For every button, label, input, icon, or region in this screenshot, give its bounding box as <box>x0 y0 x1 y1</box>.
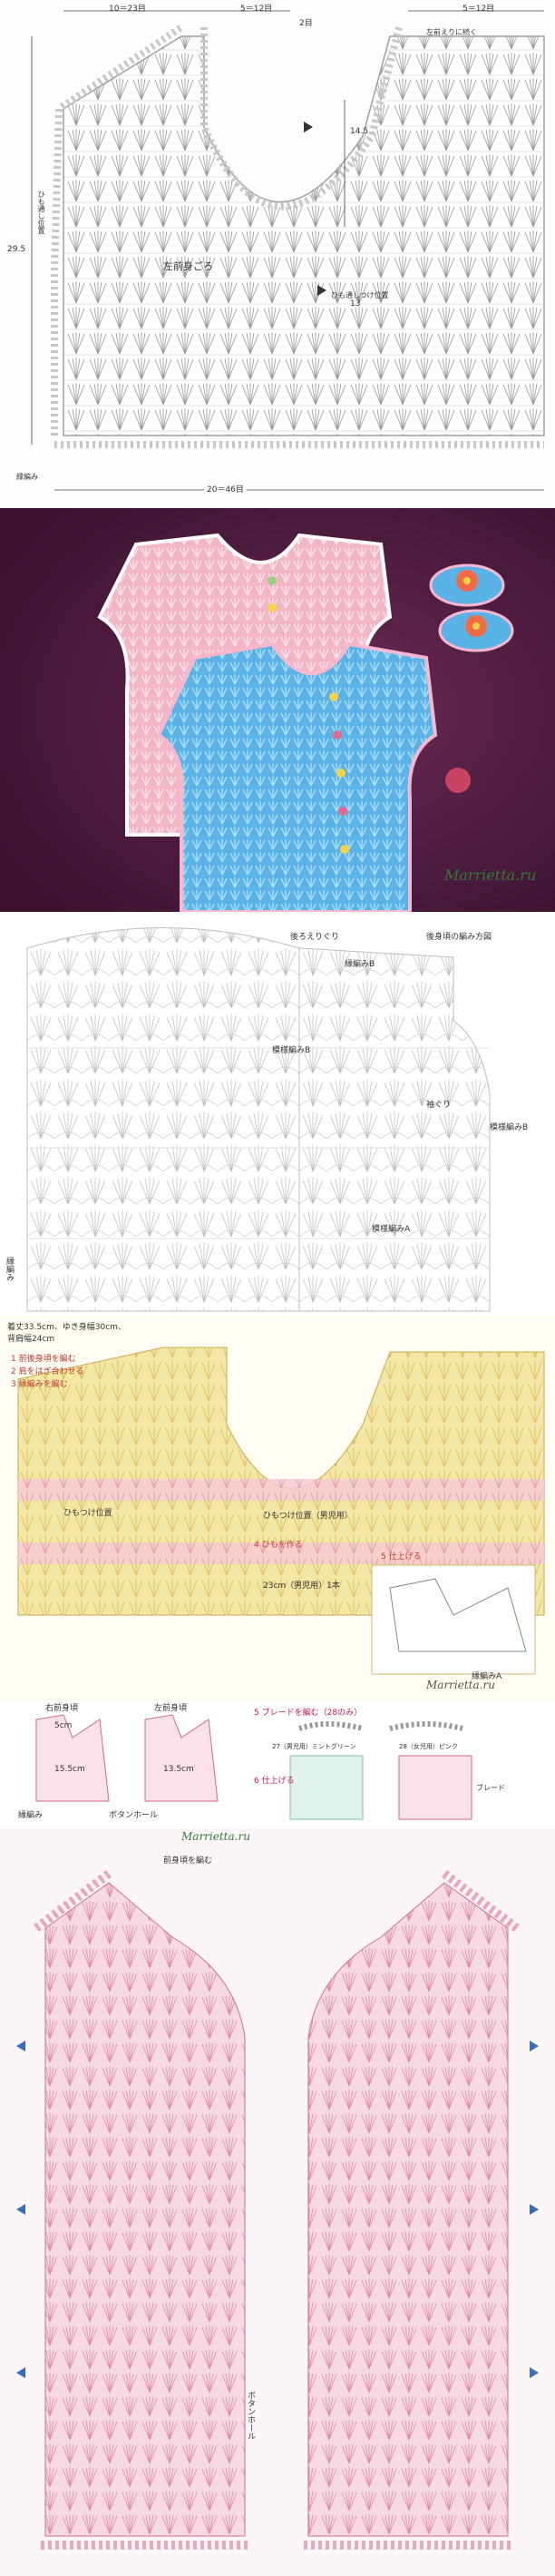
step-2: 2 肩をはぎ合わせる <box>11 1367 84 1376</box>
buttonhole-label: ボタンホール <box>109 1811 159 1820</box>
tie-length: 23cm（男児用）1本 <box>263 1582 340 1591</box>
photo-panel: Marrietta.ru <box>0 508 555 912</box>
crochet-chart-back <box>26 927 491 1312</box>
continue-label: 左前えりに続く <box>426 28 477 36</box>
step-3: 3 縁編みを編む <box>11 1380 68 1389</box>
info-line-1: 着丈33.5cm、ゆき身幅30cm、 <box>7 1323 126 1332</box>
chart-panel-top: 10＝23目 5＝12目 5＝12目 2目 14.5 29.5 13 20＝46… <box>0 0 555 508</box>
dim-side: 13 <box>350 299 361 309</box>
blade-label: ブレード <box>476 1784 505 1792</box>
blue-vest <box>156 642 438 912</box>
schematic-panel: 右前身頃 左前身頃 15.5cm 13.5cm 5cm ボタンホール 縁編み 5… <box>0 1701 555 1828</box>
front-body-label: 前身頃を編む <box>163 1856 213 1866</box>
chart-panel-color: 着丈33.5cm、ゆき身幅30cm、 背肩幅24cm 1 前後身頃を編む 2 肩… <box>0 1316 555 1701</box>
dim-top-left: 10＝23目 <box>109 5 146 14</box>
color-pink: 28（女児用）ピンク <box>399 1743 458 1750</box>
edge-a-label: 縁編みA <box>472 1672 502 1681</box>
step-1: 1 前後身頃を編む <box>11 1355 76 1364</box>
step-4: 4 ひもを作る <box>254 1541 303 1550</box>
buttonhole-front-label: ボタンホール <box>246 2391 255 2440</box>
measure-2: 13.5cm <box>163 1765 194 1774</box>
crochet-chart-front <box>16 1870 539 2550</box>
dim-top-mid: 5＝12目 <box>240 5 273 14</box>
crochet-chart-top <box>31 10 545 491</box>
pattern-b-label: 模様編みB <box>272 1046 311 1055</box>
edge-label-schem: 縁編み <box>18 1811 44 1820</box>
crochet-chart-color <box>17 1347 545 1675</box>
step-finish: 6 仕上げる <box>254 1777 295 1786</box>
measure-3: 5cm <box>54 1721 73 1730</box>
armhole-label: 袖ぐり <box>426 1101 452 1110</box>
pattern-b2-label: 模様編みB <box>490 1123 529 1132</box>
dim-bottom: 20＝46目 <box>204 483 247 495</box>
watermark-bottom: Marrietta.ru <box>181 1830 250 1843</box>
dim-top-right: 5＝12目 <box>462 5 495 14</box>
edge-b-label: 縁編みB <box>345 960 375 969</box>
tie-position-boy: ひもつけ位置（男児用） <box>263 1512 353 1521</box>
chart-panel-front: 前身頃を編む ボタンホール Marrietta.ru <box>0 1828 555 2576</box>
color-mint: 27（男児用）ミントグリーン <box>272 1743 356 1750</box>
back-neck-label: 後ろえりぐり <box>290 933 340 942</box>
tie-position-label: ひも通しつけ位置 <box>331 291 389 299</box>
watermark-chart: Marrietta.ru <box>426 1679 495 1691</box>
step-5: 5 仕上げる <box>381 1552 422 1562</box>
tie-label: ひも通し位置 <box>37 191 45 234</box>
watermark-photo: Marrietta.ru <box>444 867 537 884</box>
edge-label: 縁編み <box>16 473 38 481</box>
back-title-label: 後身頃の編み方図 <box>426 933 492 942</box>
dim-height: 14.5 <box>350 127 369 136</box>
measure-1: 15.5cm <box>54 1765 85 1774</box>
vest-photo <box>0 508 555 912</box>
tie-position: ひもつけ位置 <box>63 1509 112 1518</box>
schematic-drawing <box>35 1714 472 1820</box>
right-front-title: 右前身頃 <box>45 1704 79 1713</box>
dim-height-total: 29.5 <box>7 245 26 254</box>
chart-panel-back: 後ろえりぐり 縁編みB 後身頃の編み方図 模様編みB 袖ぐり 模様編みB 模様編… <box>0 912 555 1316</box>
info-line-2: 背肩幅24cm <box>7 1335 55 1344</box>
piece-label: 左前身ごろ <box>163 260 213 272</box>
dim-neck: 2目 <box>299 19 313 28</box>
side-edge-label: 縁編み <box>5 1257 14 1281</box>
pattern-a-label: 模様編みA <box>372 1225 411 1234</box>
left-front-title: 左前身頃 <box>154 1704 188 1713</box>
step-blade: 5 ブレードを編む（28のみ） <box>254 1709 363 1718</box>
